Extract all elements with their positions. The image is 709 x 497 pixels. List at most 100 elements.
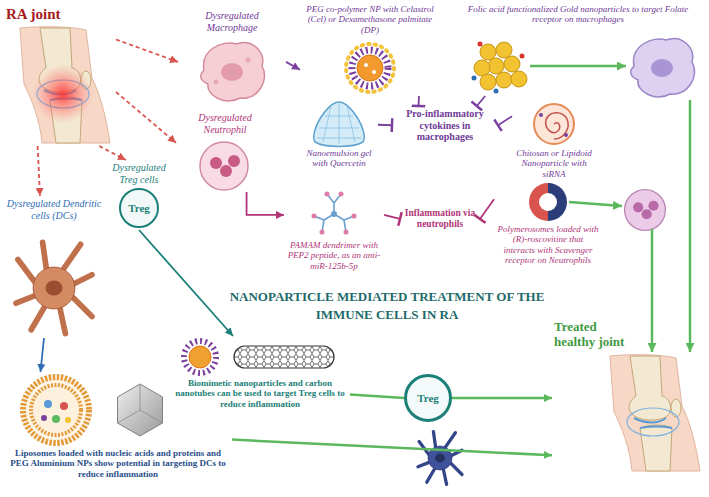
- liposome: [41, 415, 47, 421]
- peg-nanoparticle: [346, 44, 394, 92]
- biomimetic-nanoparticle: [184, 341, 216, 373]
- node-label: Pro-inflammatory cytokines in macrophage…: [394, 108, 496, 143]
- node-label: PAMAM dendrimer with PEP2 peptide, as an…: [286, 240, 382, 271]
- node-label: Treated healthy joint: [554, 320, 640, 350]
- target-label: Inflammation via neutrophils: [400, 206, 480, 232]
- nanoemulsion-gel: [317, 102, 361, 144]
- node-label: RA joint: [6, 6, 114, 23]
- node-label: Dysregulated Neutrophil: [178, 112, 272, 135]
- chitosan-nanoparticle: [534, 104, 574, 144]
- title-box: NANOPARTICLE MEDIATED TREATMENT OF THE I…: [222, 288, 552, 323]
- picture-space: [286, 192, 382, 240]
- nanoparticle-figure: Biomimetic nanoparticles and carbon nano…: [170, 336, 350, 411]
- gold-nanoparticle: [511, 71, 527, 87]
- nanoparticle-figure: Polymerosomes loaded with (R)-roscovitin…: [494, 180, 602, 267]
- liposome: [52, 415, 60, 423]
- picture-space: [514, 102, 594, 148]
- node-label: Dysregulated Dendritic cells (DCs): [6, 198, 102, 221]
- polymerosome: [529, 183, 567, 221]
- pamam-dendrimer: [314, 194, 354, 232]
- joint-figure: RA joint: [4, 4, 116, 146]
- picture-space: [172, 338, 348, 378]
- gold-nanoparticle: [488, 58, 504, 74]
- healthy-macrophage: [631, 39, 695, 97]
- aluminium-nanoparticle: [118, 384, 163, 423]
- healthy-knee: [610, 355, 700, 471]
- pamam-dendrimer: [344, 230, 349, 235]
- healing-arrow: [651, 229, 654, 352]
- healing-arrow: [530, 65, 626, 68]
- neutrophil-cell: [220, 165, 232, 177]
- cell-figure: Dysregulated Neutrophil: [176, 110, 274, 192]
- connector: [139, 230, 233, 336]
- liposome: [31, 385, 81, 435]
- gold-nanoparticle: [472, 42, 528, 94]
- node-label: Polymerosomes loaded with (R)-roscovitin…: [496, 224, 600, 265]
- peg-nanoparticle: [364, 63, 368, 67]
- node-label: Nanoemulsion gel with Quercetin: [302, 148, 376, 169]
- peg-nanoparticle: [352, 50, 388, 86]
- gold-nanoparticle: [496, 42, 512, 58]
- healthy-knee: [610, 355, 700, 471]
- aluminium-nanoparticle: [118, 384, 163, 436]
- peg-nanoparticle: [357, 55, 383, 81]
- connector: [116, 92, 176, 143]
- node-label: Dysregulated Macrophage: [180, 10, 284, 33]
- connector: [99, 146, 126, 160]
- pamam-dendrimer: [312, 214, 317, 219]
- connector: [38, 146, 40, 196]
- polymerosome: [539, 193, 557, 211]
- target-label: Pro-inflammatory cytokines in macrophage…: [392, 106, 498, 145]
- connector: [286, 62, 300, 70]
- connector: [232, 440, 552, 456]
- connector: [116, 40, 178, 62]
- node-label: Treg: [417, 392, 439, 405]
- node-label: Chitosan or Lipidoid Nanoparticle with s…: [514, 148, 594, 179]
- peg-nanoparticle: [346, 44, 394, 92]
- connector: [384, 215, 400, 219]
- cell-figure: Dysregulated Dendritic cells (DCs): [4, 196, 104, 338]
- nanoparticle-figure: Liposomes loaded with nucleic acids and …: [4, 372, 232, 481]
- connector: [350, 395, 404, 398]
- healing-arrow: [689, 100, 692, 352]
- picture-space: [496, 182, 600, 224]
- node-label: Liposomes loaded with nucleic acids and …: [6, 448, 230, 479]
- connector: [477, 96, 485, 106]
- cell-figure: Dysregulated Macrophage: [178, 8, 286, 106]
- nanoemulsion-gel: [314, 102, 364, 147]
- macrophage-cell: [221, 63, 243, 81]
- gold-nanoparticle: [472, 76, 477, 81]
- node-sublabel: Treg: [119, 188, 159, 228]
- ra-knee: [33, 64, 93, 124]
- nanoparticle-figure: Folic acid functionalized Gold nanoparti…: [462, 2, 694, 96]
- ra-knee: [20, 27, 110, 143]
- healthy-macrophage: [631, 39, 695, 97]
- gold-nanoparticle: [496, 72, 512, 88]
- healthy-dendritic-cell: [418, 432, 462, 485]
- liposome: [60, 402, 68, 410]
- healing-arrow: [569, 202, 622, 206]
- liposome: [65, 417, 71, 423]
- connector: [40, 338, 44, 372]
- biomimetic-nanoparticle: [189, 346, 211, 368]
- healthy-neutrophil: [633, 202, 643, 212]
- pamam-dendrimer: [331, 211, 337, 217]
- picture-space: [6, 374, 230, 448]
- healing-arrow: [530, 66, 690, 352]
- liposome: [23, 377, 89, 443]
- ra-knee: [20, 27, 110, 143]
- connector: [452, 397, 552, 400]
- connector: [247, 192, 284, 215]
- joint-figure: Treated healthy joint: [552, 318, 704, 494]
- pamam-dendrimer: [325, 192, 330, 197]
- nanoemulsion-gel: [314, 102, 364, 147]
- node-label: Inflammation via neutrophils: [402, 208, 478, 230]
- macrophage-cell: [201, 43, 265, 101]
- connector: [498, 116, 512, 125]
- peg-nanoparticle: [372, 70, 376, 74]
- dendritic-cell: [45, 280, 62, 295]
- carbon-nanotube: [234, 346, 334, 368]
- macrophage-cell: [201, 43, 265, 101]
